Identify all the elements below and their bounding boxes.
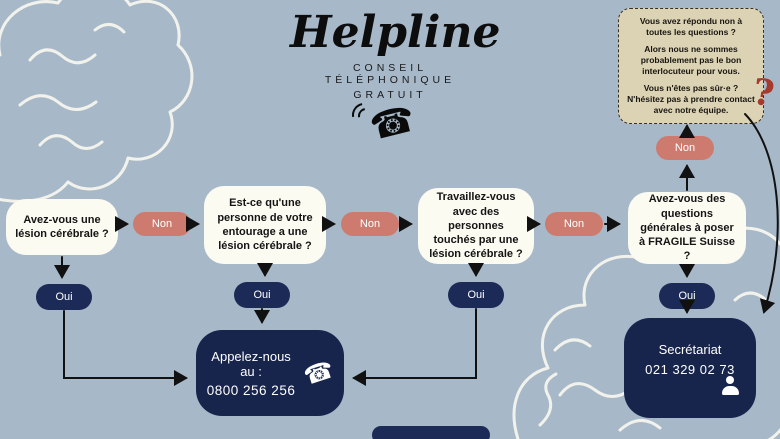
phone-handset-icon: ☎ bbox=[300, 355, 338, 391]
page-title: Helpline bbox=[290, 7, 501, 58]
question-box-2: Est-ce qu'une personne de votre entourag… bbox=[204, 186, 326, 264]
secretariat-number: 021 329 02 73 bbox=[645, 362, 735, 377]
question-box-4: Avez-vous des questions générales à pose… bbox=[628, 192, 746, 264]
rotary-phone-icon: ☎ bbox=[347, 97, 422, 152]
call-us-label: Appelez-nous au : bbox=[211, 348, 291, 379]
yes-pill-4: Oui bbox=[659, 283, 715, 309]
notice-paragraph-1: Vous avez répondu non à toutes les quest… bbox=[639, 16, 743, 38]
yes-pill-2: Oui bbox=[234, 282, 290, 308]
no-pill-2: Non bbox=[341, 212, 399, 236]
no-pill-3: Non bbox=[545, 212, 603, 236]
header: Helpline CONSEIL TÉLÉPHONIQUE GRATUIT bbox=[290, 7, 501, 102]
yes-pill-1: Oui bbox=[36, 284, 92, 310]
call-us-number: 0800 256 256 bbox=[206, 382, 296, 398]
no-pill-4: Non bbox=[656, 136, 714, 160]
secretariat-label: Secrétariat bbox=[658, 342, 722, 357]
question-box-1: Avez-vous une lésion cérébrale ? bbox=[6, 199, 118, 255]
bottom-tab bbox=[372, 426, 490, 439]
call-us-text: Appelez-nous au : 0800 256 256 bbox=[206, 349, 296, 398]
question-box-3: Travaillez-vous avec des personnes touch… bbox=[418, 188, 534, 264]
notice-paragraph-2: Alors nous ne sommes probablement pas le… bbox=[640, 44, 742, 77]
notice-paragraph-3: Vous n'êtes pas sûr·e ? N'hésitez pas à … bbox=[627, 83, 755, 116]
question-mark-icon: ? bbox=[750, 70, 777, 116]
no-to-all-notice: Vous avez répondu non à toutes les quest… bbox=[618, 8, 764, 125]
subtitle-line2: GRATUIT bbox=[353, 89, 427, 102]
call-us-box: Appelez-nous au : 0800 256 256 ☎ bbox=[196, 330, 344, 416]
secretariat-box: Secrétariat 021 329 02 73 bbox=[624, 318, 756, 418]
no-pill-1: Non bbox=[133, 212, 191, 236]
phone-glyph-icon: ☎ bbox=[365, 97, 420, 148]
person-icon bbox=[720, 376, 740, 396]
yes-pill-3: Oui bbox=[448, 282, 504, 308]
subtitle-line1: CONSEIL TÉLÉPHONIQUE bbox=[324, 62, 456, 87]
